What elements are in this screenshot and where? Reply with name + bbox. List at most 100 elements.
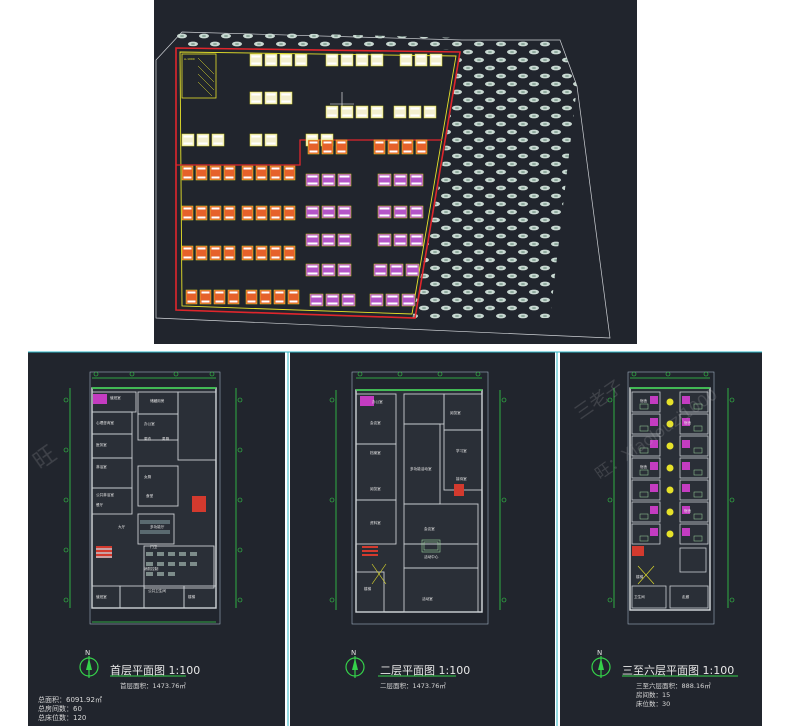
building-unit bbox=[181, 205, 194, 221]
total-area: 总面积：6091.92㎡ bbox=[38, 696, 102, 704]
building-unit bbox=[255, 165, 268, 181]
building-unit bbox=[195, 165, 208, 181]
building-unit bbox=[269, 165, 282, 181]
tree-zone-top bbox=[176, 30, 460, 50]
building-unit bbox=[259, 289, 272, 305]
room-label: 接待室 bbox=[456, 476, 467, 481]
room-label: 宿舍 bbox=[640, 398, 648, 403]
building-unit bbox=[429, 53, 443, 67]
building-unit bbox=[414, 53, 428, 67]
north-arrow-second bbox=[345, 656, 365, 678]
site-label-block bbox=[181, 53, 217, 99]
watermark-1: 旺 bbox=[29, 442, 61, 475]
room-label: 宿舍 bbox=[640, 464, 648, 469]
room-label: 楼梯 bbox=[188, 594, 196, 599]
building-unit bbox=[209, 205, 222, 221]
building-unit bbox=[195, 245, 208, 261]
building-unit bbox=[249, 91, 263, 105]
room-label: 多功能厅 bbox=[150, 524, 165, 529]
red-line bbox=[175, 47, 461, 319]
room-label: 档案室 bbox=[370, 450, 381, 455]
building-unit bbox=[283, 245, 296, 261]
room-label: 更衣 bbox=[144, 436, 152, 441]
room-label: 活动室 bbox=[422, 596, 433, 601]
building-unit bbox=[245, 289, 258, 305]
building-unit bbox=[213, 289, 226, 305]
room-label: 会议室 bbox=[370, 420, 381, 425]
room-label: 宿舍 bbox=[684, 420, 692, 425]
building-unit bbox=[287, 289, 300, 305]
building-unit bbox=[185, 289, 198, 305]
building-unit bbox=[415, 139, 428, 155]
building-unit bbox=[373, 139, 386, 155]
building-unit bbox=[337, 173, 352, 187]
building-unit bbox=[341, 293, 356, 307]
building-unit bbox=[393, 173, 408, 187]
building-unit bbox=[279, 91, 293, 105]
building-unit bbox=[249, 53, 263, 67]
room-label: 食堂 bbox=[146, 493, 154, 498]
north-label-1: N bbox=[85, 649, 90, 657]
second-floor-plan: 办公室会议室档案室阅览室资料室多功能活动室阅览室学习室接待室会议室活动中心活动室… bbox=[329, 371, 507, 625]
building-unit bbox=[370, 53, 384, 67]
building-unit bbox=[269, 205, 282, 221]
building-unit bbox=[321, 263, 336, 277]
building-unit bbox=[393, 233, 408, 247]
building-unit bbox=[355, 53, 369, 67]
building-unit bbox=[369, 293, 384, 307]
room-label: 走廊 bbox=[682, 594, 690, 599]
building-unit bbox=[223, 165, 236, 181]
room-label: 宿舍 bbox=[684, 508, 692, 513]
room-label: 储藏用房 bbox=[150, 398, 165, 403]
building-unit bbox=[283, 165, 296, 181]
building-unit bbox=[355, 105, 369, 119]
building-unit bbox=[227, 289, 240, 305]
second-floor-area: 二层面积：1473.76㎡ bbox=[380, 682, 446, 690]
building-unit bbox=[373, 263, 388, 277]
building-unit bbox=[273, 289, 286, 305]
building-unit bbox=[408, 105, 422, 119]
building-unit bbox=[321, 233, 336, 247]
building-unit bbox=[337, 263, 352, 277]
building-unit bbox=[209, 165, 222, 181]
room-label: 会议室 bbox=[424, 526, 435, 531]
room-label: 阅览室 bbox=[450, 410, 461, 415]
room-label: 资料室 bbox=[370, 520, 381, 525]
building-unit bbox=[294, 53, 308, 67]
room-label: 心理咨询室 bbox=[96, 420, 114, 425]
building-unit bbox=[321, 205, 336, 219]
building-unit bbox=[181, 165, 194, 181]
building-unit bbox=[309, 293, 324, 307]
building-unit bbox=[195, 205, 208, 221]
room-label: 学习室 bbox=[456, 448, 467, 453]
building-unit bbox=[423, 105, 437, 119]
north-label-2: N bbox=[351, 649, 356, 657]
building-unit bbox=[255, 205, 268, 221]
building-unit bbox=[264, 53, 278, 67]
site-label: A-1000 bbox=[184, 57, 195, 61]
third-sixth-beds: 床位数：30 bbox=[636, 700, 671, 708]
second-floor-title: 二层平面图 1:100 bbox=[380, 664, 471, 677]
watermark-2: 三老子 bbox=[571, 376, 627, 424]
room-label: 办公室 bbox=[372, 399, 383, 404]
building-unit bbox=[389, 263, 404, 277]
building-unit bbox=[405, 263, 420, 277]
building-unit bbox=[196, 133, 210, 147]
building-unit bbox=[399, 53, 413, 67]
room-label: 女厕 bbox=[144, 474, 152, 479]
building-unit bbox=[305, 173, 320, 187]
room-label: 医务室 bbox=[96, 442, 107, 447]
building-unit bbox=[401, 139, 414, 155]
room-label: 阅览室 bbox=[370, 486, 381, 491]
building-unit bbox=[401, 293, 416, 307]
room-label: 楼梯 bbox=[364, 586, 372, 591]
ground-floor-plan: 值班室储藏用房心理咨询室办公室医务室更衣男厕淋浴室女厕公共淋浴室食堂餐厅大厅多功… bbox=[63, 371, 243, 625]
building-unit bbox=[337, 205, 352, 219]
building-unit bbox=[211, 133, 225, 147]
room-label: 淋浴室 bbox=[96, 464, 107, 469]
building-unit bbox=[223, 205, 236, 221]
room-label: 办公室 bbox=[144, 421, 155, 426]
room-label: 男厕 bbox=[162, 436, 170, 441]
